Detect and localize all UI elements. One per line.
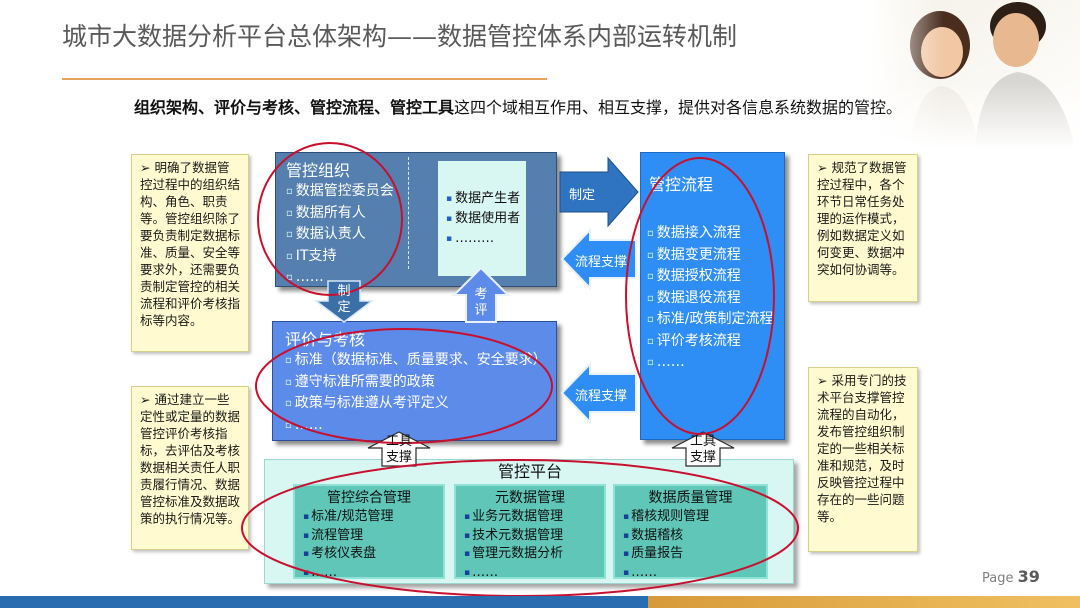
highlight-organization [257,142,403,296]
evaluation-item: 遵守标准所需要的政策 [285,372,555,394]
process-item: 评价考核流程 [647,331,787,353]
intro-bold: 组织架构、评价与考核、管控流程、管控工具 [134,98,455,117]
module-item: …… [456,564,604,583]
process-title: 管控流程 [649,175,714,194]
module-title: 管控综合管理 [327,490,411,506]
process-item: 数据授权流程 [647,266,787,288]
formulate-right-label: 制定 [568,188,595,203]
module-item: 标准/规范管理 [295,508,443,527]
process-support-bottom-label: 流程支撑 [574,389,627,404]
platform-module-quality: 数据质量管理 稽核规则管理 数据稽核 质量报告 …… [613,484,768,580]
formulate-down-label: 制定 [337,284,351,315]
page-label: Page [982,571,1014,586]
organization-item: …… [286,267,416,289]
process-item: 数据接入流程 [647,223,787,245]
formulate-down-arrow [313,280,375,323]
tool-support-right-arrow [671,431,735,467]
module-title: 数据质量管理 [648,490,733,506]
organization-roles-box: 数据产生者 数据使用者 ……… [438,161,526,276]
tool-support-right-label: 工具支撑 [689,434,716,465]
people-photo [870,0,1080,148]
organization-item: 数据所有人 [286,203,416,225]
evaluate-up-label: 考评 [474,287,488,318]
formulate-right-arrow [559,156,639,228]
process-support-top-arrow [560,227,637,291]
evaluate-up-arrow [451,266,511,323]
evaluation-block: 评价与考核 标准（数据标准、质量要求、安全要求） 遵守标准所需要的政策 政策与标… [272,321,557,441]
title-underline [62,78,547,80]
role-item: ……… [446,229,522,249]
highlight-platform [241,459,799,597]
intro-text: 组织架构、评价与考核、管控流程、管控工具这四个域相互作用、相互支撑，提供对各信息… [134,96,934,120]
tool-support-left-arrow [367,431,431,467]
footer-bar [0,596,1080,608]
page-title: 城市大数据分析平台总体架构——数据管控体系内部运转机制 [62,22,738,51]
note-platform: ➢ 采用专门的技术平台支撑管控流程的自动化，发布管控组织制定的一些相关标准和规范… [808,367,918,552]
process-item: 数据退役流程 [647,288,787,310]
role-item: 数据使用者 [446,209,522,229]
process-item: 数据变更流程 [647,245,787,267]
process-item: 标准/政策制定流程 [647,309,787,331]
organization-block: 管控组织 数据管控委员会 数据所有人 数据认责人 IT支持 …… 数据产生者 数… [275,152,557,287]
note-organization: ➢ 明确了数据管控过程中的组织结构、角色、职责等。管控组织除了要负责制定数据标准… [131,154,249,352]
module-item: 考核仪表盘 [295,545,443,564]
organization-divider [408,157,409,269]
module-item: 管理元数据分析 [456,545,604,564]
organization-item: 数据管控委员会 [286,181,416,203]
page-number: Page 39 [982,567,1040,586]
module-title: 元数据管理 [495,490,565,506]
note-process: ➢ 规范了数据管控过程中，各个环节日常任务处理的运作模式，例如数据定义如何变更、… [808,154,918,302]
process-support-bottom-arrow [560,361,637,425]
organization-item: IT支持 [286,246,416,268]
evaluation-item: …… [285,415,555,437]
process-list: 数据接入流程 数据变更流程 数据授权流程 数据退役流程 标准/政策制定流程 评价… [647,223,787,374]
module-item: 业务元数据管理 [456,508,604,527]
module-item: 稽核规则管理 [615,508,766,527]
page-number-value: 39 [1017,567,1040,586]
organization-item: 数据认责人 [286,224,416,246]
note-evaluation: ➢ 通过建立一些定性或定量的数据管控评价考核指标，去评估及考核数据相关责任人职责… [131,386,249,550]
module-item: …… [295,564,443,583]
evaluation-list: 标准（数据标准、质量要求、安全要求） 遵守标准所需要的政策 政策与标准遵从考评定… [285,350,555,436]
module-item: …… [615,564,766,583]
platform-block: 管控平台 管控综合管理 标准/规范管理 流程管理 考核仪表盘 …… 元数据管理 … [264,459,794,584]
process-block: 管控流程 数据接入流程 数据变更流程 数据授权流程 数据退役流程 标准/政策制定… [640,152,785,440]
highlight-evaluation [255,328,553,444]
platform-module-governance: 管控综合管理 标准/规范管理 流程管理 考核仪表盘 …… [293,484,445,580]
tool-support-left-label: 工具支撑 [385,434,412,465]
module-item: 技术元数据管理 [456,527,604,546]
organization-title: 管控组织 [286,161,351,180]
highlight-process [625,157,775,435]
process-support-top-label: 流程支撑 [574,255,627,270]
evaluation-item: 政策与标准遵从考评定义 [285,393,555,415]
platform-title: 管控平台 [497,462,562,481]
role-item: 数据产生者 [446,189,522,209]
organization-list: 数据管控委员会 数据所有人 数据认责人 IT支持 …… [286,181,416,289]
module-item: 流程管理 [295,527,443,546]
module-item: 质量报告 [615,545,766,564]
evaluation-item: 标准（数据标准、质量要求、安全要求） [285,350,555,372]
module-item: 数据稽核 [615,527,766,546]
intro-rest: 这四个域相互作用、相互支撑，提供对各信息系统数据的管控。 [454,98,903,117]
platform-module-metadata: 元数据管理 业务元数据管理 技术元数据管理 管理元数据分析 …… [454,484,606,580]
process-item: …… [647,352,787,374]
